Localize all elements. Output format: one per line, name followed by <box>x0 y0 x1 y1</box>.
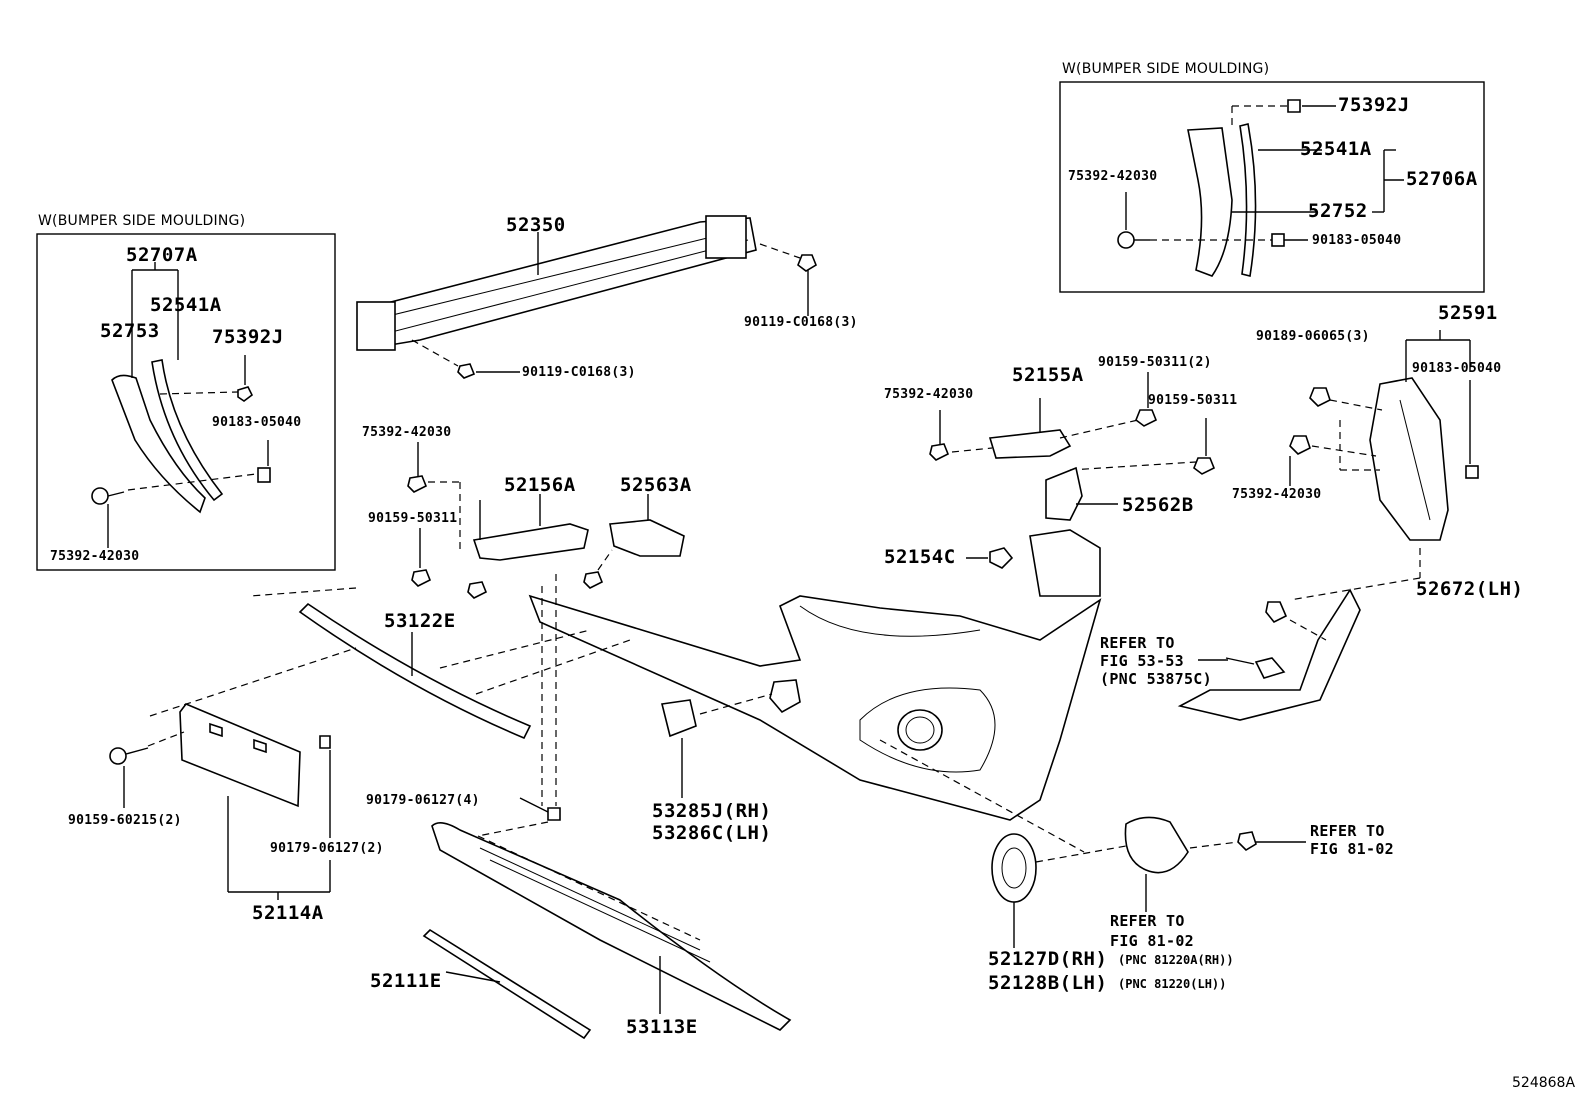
part-75392-42030-inset-right-label: 75392-42030 <box>1068 169 1158 184</box>
figure-id: 524868A <box>1512 1075 1576 1091</box>
retainer-52155A <box>929 372 1216 475</box>
left-side-moulding <box>111 262 224 514</box>
bumper-side-extension <box>1029 529 1361 721</box>
fog-lamp-cover <box>879 739 1127 948</box>
part-52707A-label: 52707A <box>126 244 198 266</box>
grille-moulding <box>249 587 631 740</box>
part-52541A-right-label: 52541A <box>1300 138 1372 160</box>
part-90159-50311-2-label: 90159-50311(2) <box>1098 355 1212 370</box>
part-52562B-label: 52562B <box>1122 494 1194 516</box>
part-52752-label: 52752 <box>1308 200 1368 222</box>
part-52753-label: 52753 <box>100 320 160 342</box>
bumper-cover <box>528 594 1102 821</box>
part-90179-06127-4-label: 90179-06127(4) <box>366 793 480 808</box>
license-plate-bracket <box>109 647 357 900</box>
part-90159-50311-b-label: 90159-50311 <box>1148 393 1238 408</box>
part-53113E-label: 53113E <box>626 1016 698 1038</box>
part-52111E-label: 52111E <box>370 970 442 992</box>
part-52541A-left-label: 52541A <box>150 294 222 316</box>
refer-81-02-a-line2: FIG 81-02 <box>1110 932 1194 950</box>
part-90183-05040-inset-right-label: 90183-05040 <box>1312 233 1402 248</box>
retainer-52156A <box>472 494 589 561</box>
right-inset-header: W(BUMPER SIDE MOULDING) <box>1062 61 1270 77</box>
part-90119-C0168-top-label: 90119-C0168(3) <box>744 315 858 330</box>
part-52563A-label: 52563A <box>620 474 692 496</box>
part-52156A-label: 52156A <box>504 474 576 496</box>
part-90183-05040-right-label: 90183-05040 <box>1412 361 1502 376</box>
refer-81-02-b-line1: REFER TO <box>1310 822 1385 840</box>
part-52154C-label: 52154C <box>884 546 956 568</box>
part-75392J-left-label: 75392J <box>212 326 284 348</box>
left-inset-header: W(BUMPER SIDE MOULDING) <box>38 213 246 229</box>
lower-grille <box>431 574 792 1031</box>
part-75392-42030-left-label: 75392-42030 <box>50 549 140 564</box>
side-bracket <box>1289 330 1479 541</box>
left-inset-box <box>36 233 336 571</box>
right-inset-moulding <box>1117 99 1404 277</box>
part-90189-06065-label: 90189-06065(3) <box>1256 329 1370 344</box>
refer-53-53-line1: REFER TO <box>1100 634 1175 652</box>
refer-53-53-line2: FIG 53-53 <box>1100 652 1184 670</box>
part-53285J-label: 53285J(RH) <box>652 800 772 822</box>
pnc-81220-note: (PNC 81220(LH)) <box>1118 977 1227 991</box>
clip-52154C <box>966 547 1014 569</box>
part-52350-label: 52350 <box>506 214 566 236</box>
part-75392-42030-b-label: 75392-42030 <box>1232 487 1322 502</box>
part-90159-60215-label: 90159-60215(2) <box>68 813 182 828</box>
refer-53-53-line3: (PNC 53875C) <box>1100 670 1212 688</box>
lower-moulding <box>422 928 592 1040</box>
part-52706A-label: 52706A <box>1406 168 1478 190</box>
part-52591-label: 52591 <box>1438 302 1498 324</box>
part-52672-lh-label: 52672(LH) <box>1416 578 1524 600</box>
part-90159-50311-c-label: 90159-50311 <box>368 511 458 526</box>
part-75392-42030-a-label: 75392-42030 <box>884 387 974 402</box>
part-90119-C0168-mid-label: 90119-C0168(3) <box>522 365 636 380</box>
part-53122E-label: 53122E <box>384 610 456 632</box>
right-inset-box <box>1059 81 1485 293</box>
part-75392-42030-c-label: 75392-42030 <box>362 425 452 440</box>
part-52114A-label: 52114A <box>252 902 324 924</box>
fog-lamp <box>1124 816 1306 912</box>
part-52155A-label: 52155A <box>1012 364 1084 386</box>
part-52128B-label: 52128B(LH) <box>988 972 1108 994</box>
refer-81-02-a-line1: REFER TO <box>1110 912 1185 930</box>
part-52127D-label: 52127D(RH) <box>988 948 1108 970</box>
cover-dashed-guides <box>1289 548 1421 641</box>
leader-lines <box>479 500 1228 661</box>
part-75392J-right-label: 75392J <box>1338 94 1410 116</box>
part-90183-05040-left-label: 90183-05040 <box>212 415 302 430</box>
center-fasteners <box>407 442 613 599</box>
part-90179-06127-2-label: 90179-06127(2) <box>270 841 384 856</box>
retainer-52562B <box>1045 466 1118 521</box>
tow-hook-cover <box>661 679 801 798</box>
pnc-81220A-note: (PNC 81220A(RH)) <box>1118 953 1234 967</box>
retainer-52563A <box>609 494 685 557</box>
reinforcement-bolts <box>411 243 817 379</box>
part-53286C-label: 53286C(LH) <box>652 822 772 844</box>
left-inset-fasteners <box>91 355 271 548</box>
refer-81-02-b-line2: FIG 81-02 <box>1310 840 1394 858</box>
bumper-reinforcement <box>356 215 757 351</box>
